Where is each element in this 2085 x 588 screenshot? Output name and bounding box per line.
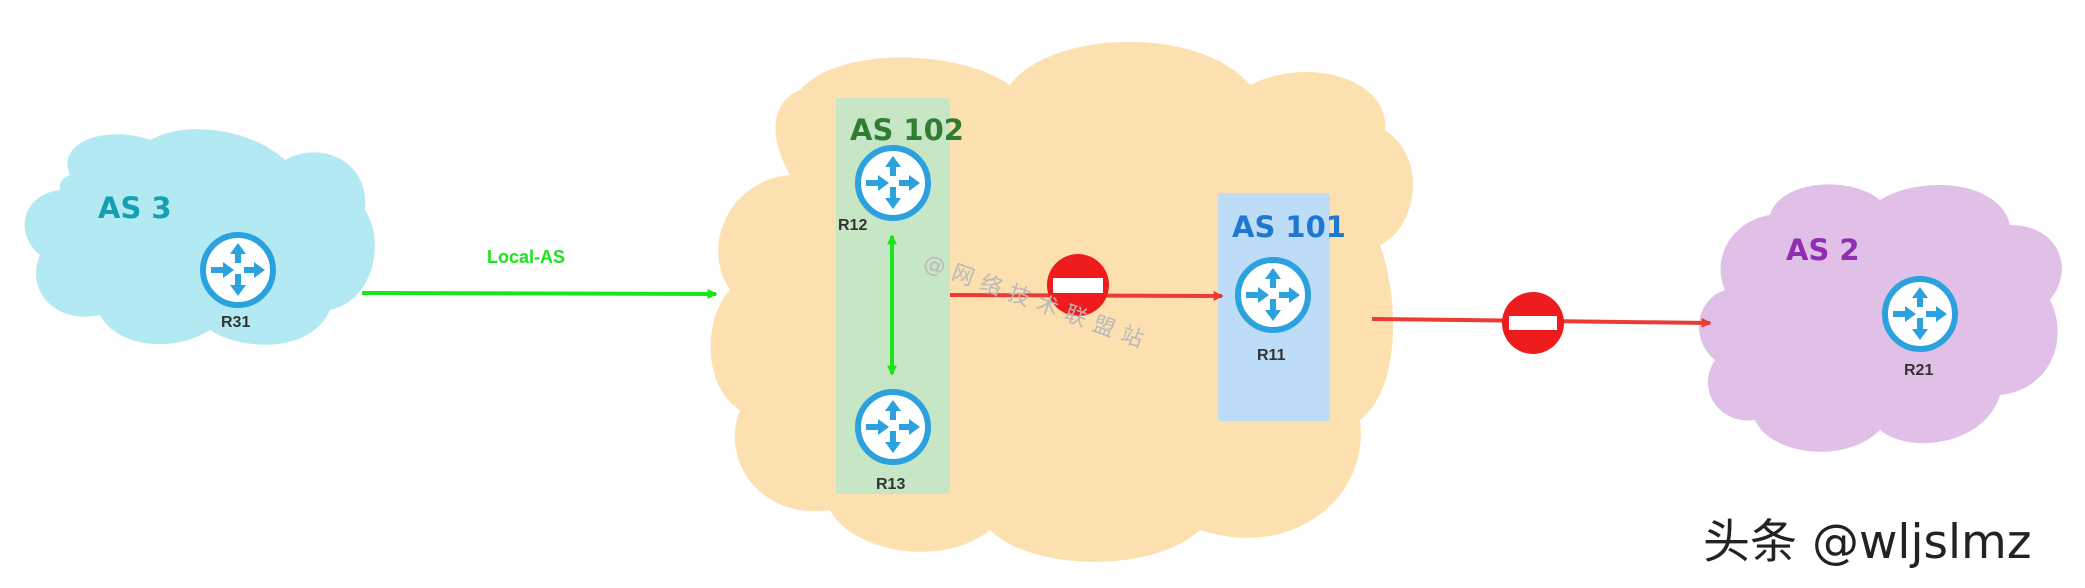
as2-cloud — [1698, 184, 2062, 452]
router-label-r21: R21 — [1904, 362, 1933, 379]
brand-text: 头条 @wljslmz — [1703, 515, 2032, 570]
router-icon[interactable] — [1885, 279, 1955, 349]
router-icon[interactable] — [858, 148, 928, 218]
router-label-r13: R13 — [876, 476, 905, 493]
router-label-r12: R12 — [838, 217, 867, 234]
no-entry-icon — [1047, 254, 1109, 316]
local-as-link — [361, 288, 718, 299]
as102-label: AS 102 — [850, 113, 964, 147]
no-entry-icon — [1502, 292, 1564, 354]
as2-label: AS 2 — [1786, 233, 1860, 267]
as3-label: AS 3 — [98, 191, 172, 225]
as3-cloud — [24, 129, 375, 345]
router-icon[interactable] — [1238, 260, 1308, 330]
router-icon[interactable] — [203, 235, 273, 305]
as101-label: AS 101 — [1232, 210, 1346, 244]
local-as-label: Local-AS — [487, 247, 565, 267]
router-label-r31: R31 — [221, 314, 250, 331]
router-label-r11: R11 — [1257, 347, 1286, 364]
router-icon[interactable] — [858, 392, 928, 462]
